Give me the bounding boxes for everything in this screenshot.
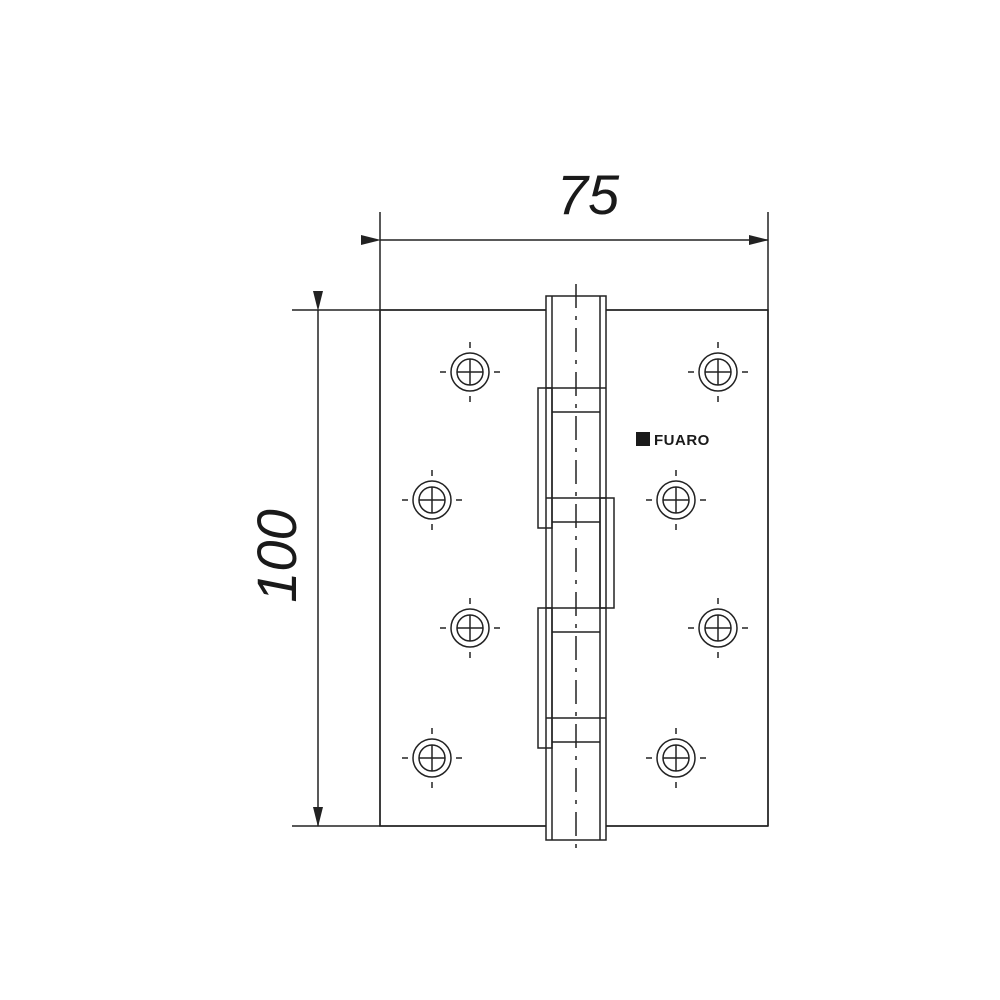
width-dimension-label: 75	[557, 163, 620, 226]
screw-hole	[688, 598, 748, 658]
screw-hole	[646, 470, 706, 530]
hinge-knuckle	[537, 284, 615, 852]
screw-hole	[440, 598, 500, 658]
height-dimension-label: 100	[245, 509, 308, 602]
height-dimension	[292, 291, 768, 827]
brand-logo-text: FUARO	[654, 432, 710, 449]
screw-hole	[402, 470, 462, 530]
brand-logo-mark	[636, 432, 650, 446]
screw-hole	[402, 728, 462, 788]
screw-hole	[440, 342, 500, 402]
screw-hole	[688, 342, 748, 402]
brand-logo: FUARO	[636, 432, 710, 449]
screw-holes	[402, 342, 748, 788]
screw-hole	[646, 728, 706, 788]
